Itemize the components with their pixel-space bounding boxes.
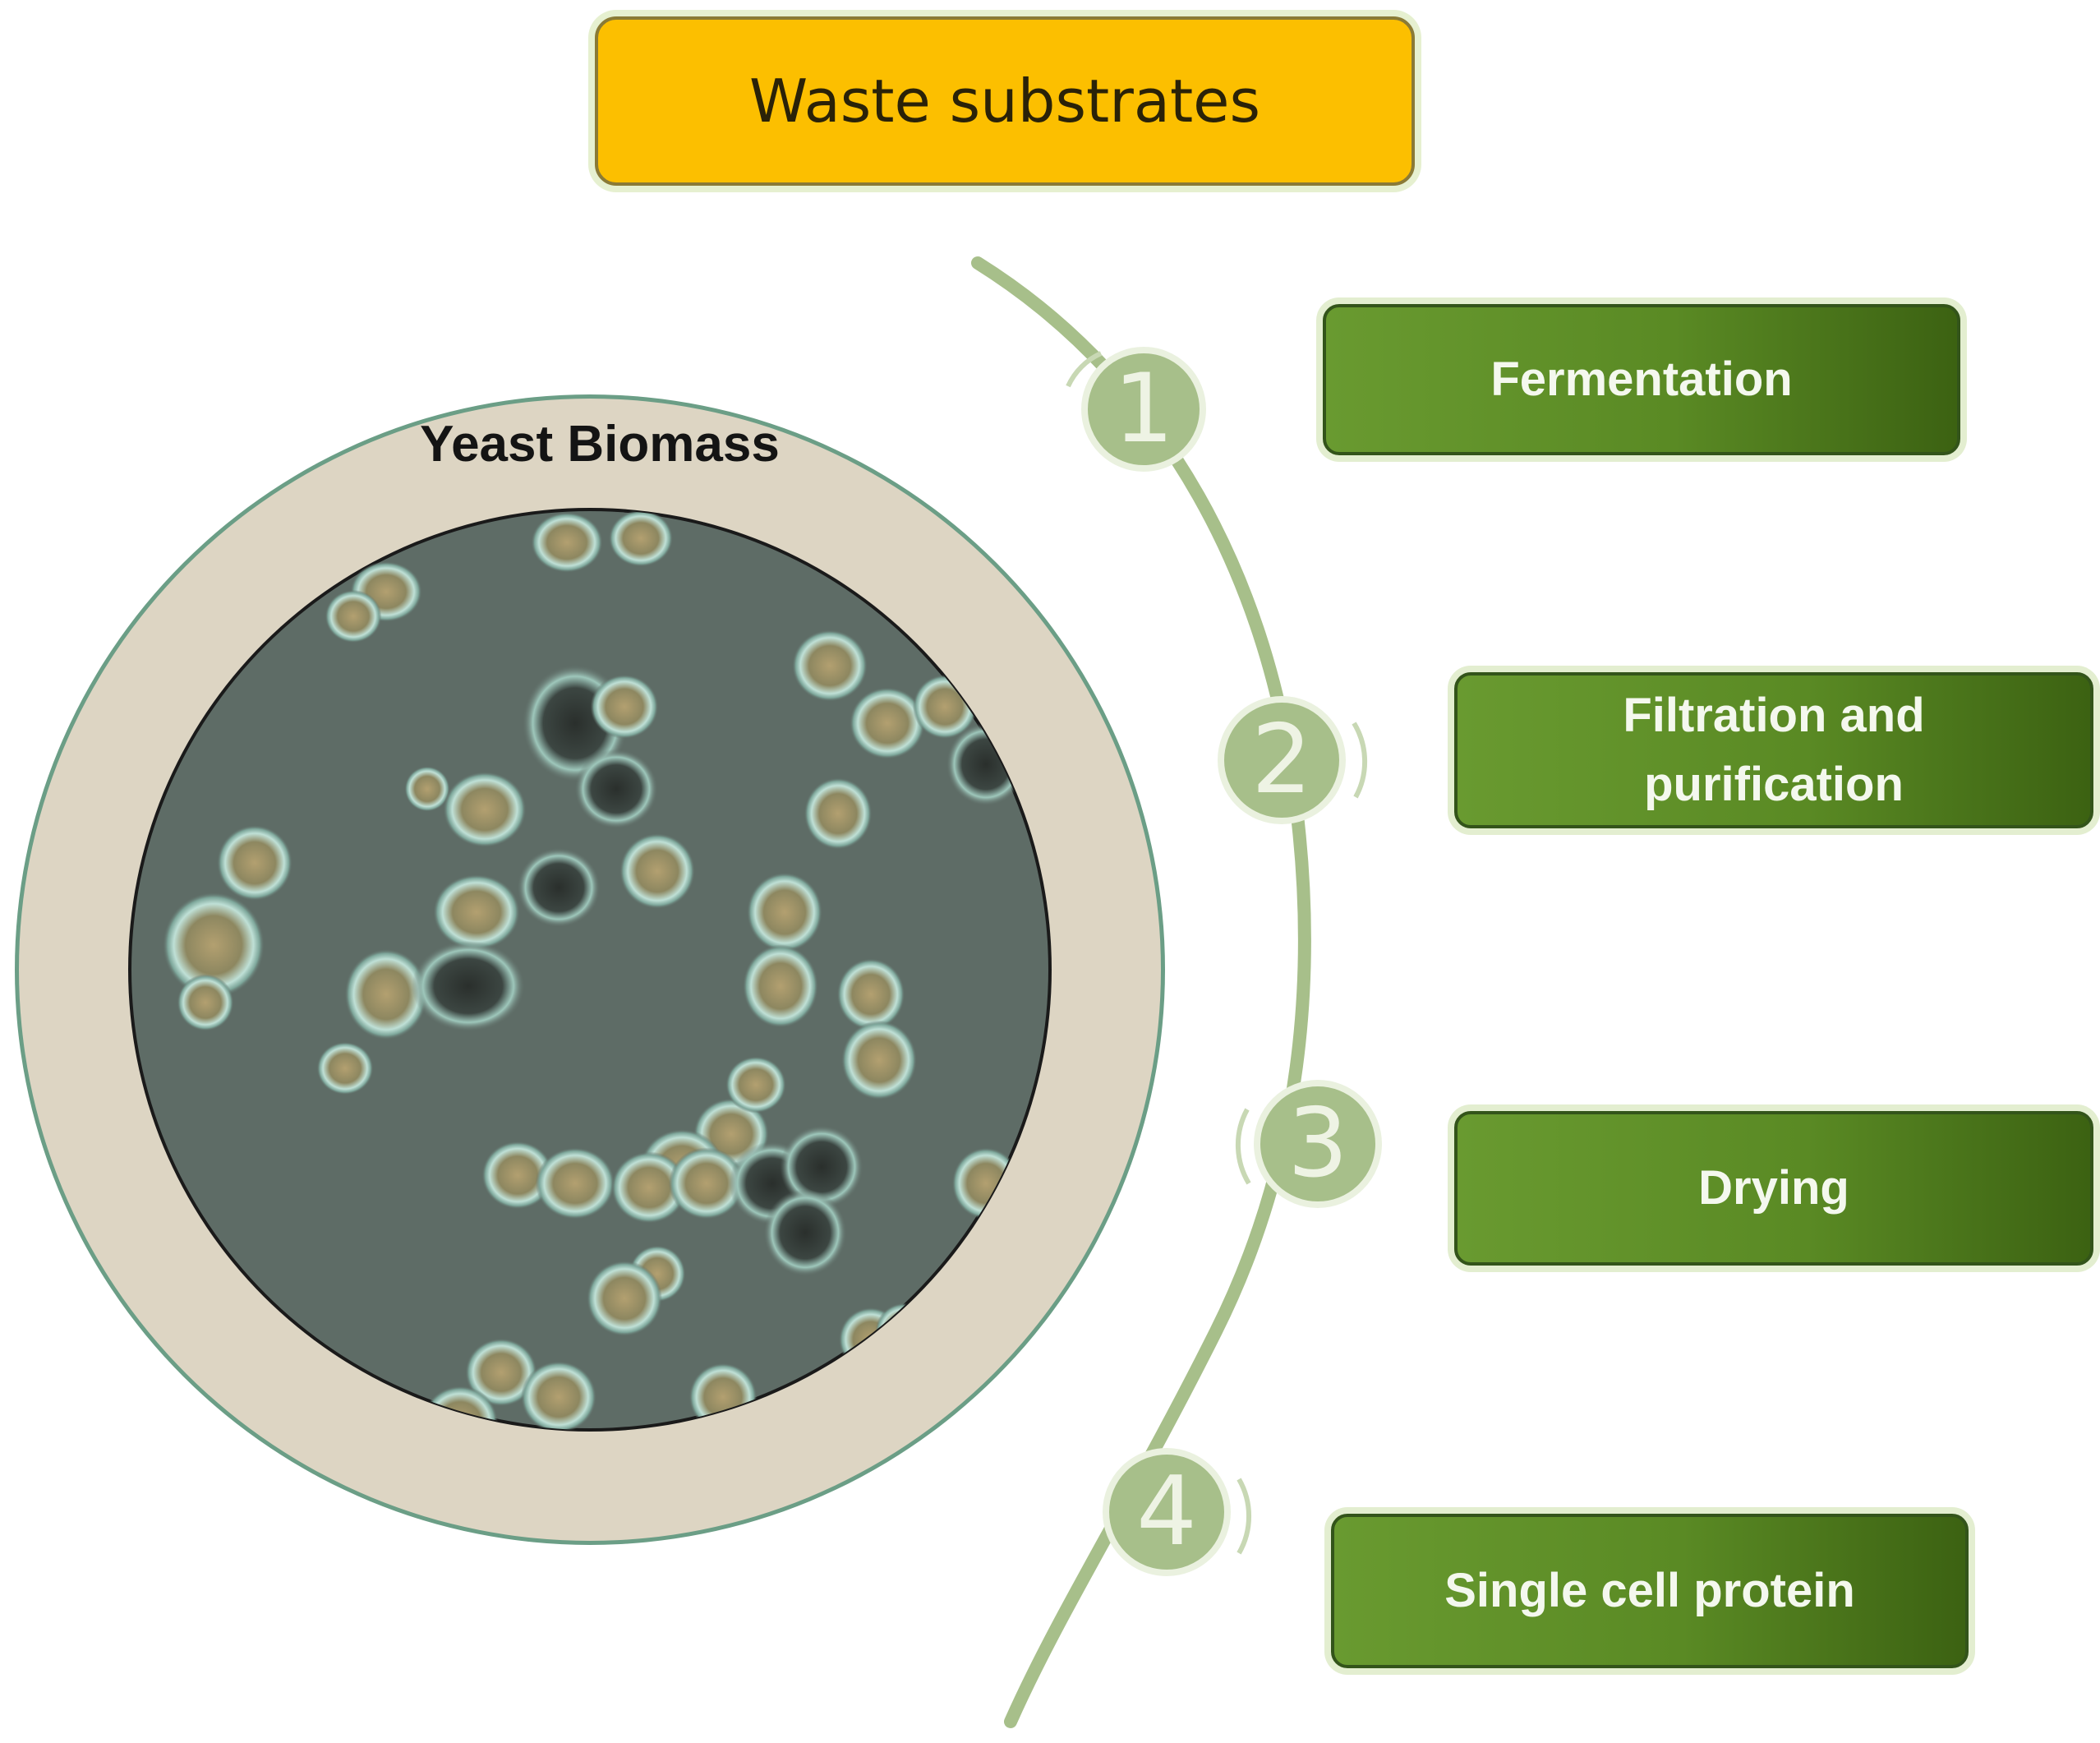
yeast-biomass-title: Yeast Biomass bbox=[420, 416, 780, 473]
yeast-cell bbox=[404, 766, 450, 812]
yeast-cell bbox=[162, 892, 265, 998]
yeast-cell bbox=[587, 1261, 662, 1336]
step-circle-1 bbox=[1066, 347, 1206, 472]
yeast-dish bbox=[15, 394, 1165, 1545]
yeast-cell bbox=[590, 674, 659, 740]
yeast-cell bbox=[763, 1189, 847, 1276]
step-label-fermentation: Fermentation bbox=[1490, 352, 1793, 406]
yeast-cell bbox=[217, 825, 292, 901]
yeast-cell bbox=[747, 872, 822, 952]
yeast-cell bbox=[517, 847, 601, 928]
waste-substrates-box: Waste substrates bbox=[595, 16, 1415, 186]
yeast-cell bbox=[608, 510, 674, 567]
yeast-cell bbox=[619, 833, 695, 909]
step-circle-2 bbox=[1218, 696, 1368, 824]
yeast-cell bbox=[481, 1141, 554, 1210]
step-box-single-cell-protein: Single cell protein bbox=[1331, 1514, 1969, 1668]
yeast-cell bbox=[836, 958, 905, 1031]
yeast-cell bbox=[531, 512, 603, 573]
step-number-2: 2 bbox=[1251, 704, 1312, 815]
yeast-cell bbox=[325, 589, 382, 643]
step-circle-3 bbox=[1235, 1080, 1382, 1208]
step-number-1: 1 bbox=[1113, 353, 1174, 464]
yeast-cell bbox=[465, 1338, 537, 1407]
yeast-cell bbox=[535, 1147, 615, 1220]
step-label-single-cell-protein: Single cell protein bbox=[1444, 1563, 1855, 1617]
yeast-cell bbox=[443, 772, 527, 847]
yeast-cell bbox=[804, 777, 873, 850]
waste-substrates-label: Waste substrates bbox=[749, 67, 1260, 136]
yeast-cell bbox=[433, 874, 520, 950]
yeast-cell bbox=[316, 1041, 374, 1095]
yeast-cell bbox=[669, 1147, 744, 1220]
yeast-cells bbox=[162, 510, 1026, 1430]
step-circle-4 bbox=[1103, 1448, 1252, 1576]
yeast-cell bbox=[792, 629, 868, 702]
yeast-cell bbox=[725, 1056, 786, 1114]
yeast-cell bbox=[841, 1020, 917, 1100]
yeast-cell bbox=[574, 749, 658, 829]
yeast-cell bbox=[521, 1361, 596, 1430]
yeast-cell bbox=[177, 974, 234, 1031]
yeast-cell bbox=[780, 1125, 863, 1209]
step-number-3: 3 bbox=[1287, 1088, 1348, 1199]
step-label-filtration: Filtration and purification bbox=[1623, 688, 1925, 811]
step-number-4: 4 bbox=[1136, 1456, 1197, 1567]
step-box-drying: Drying bbox=[1454, 1111, 2093, 1266]
step-box-filtration: Filtration and purification bbox=[1454, 672, 2093, 828]
yeast-cell bbox=[611, 1151, 687, 1224]
yeast-cell bbox=[743, 944, 818, 1028]
yeast-cell bbox=[412, 940, 525, 1032]
yeast-cell bbox=[344, 948, 428, 1040]
yeast-cell bbox=[850, 687, 925, 759]
step-box-fermentation: Fermentation bbox=[1323, 304, 1960, 455]
step-label-drying: Drying bbox=[1698, 1160, 1849, 1215]
